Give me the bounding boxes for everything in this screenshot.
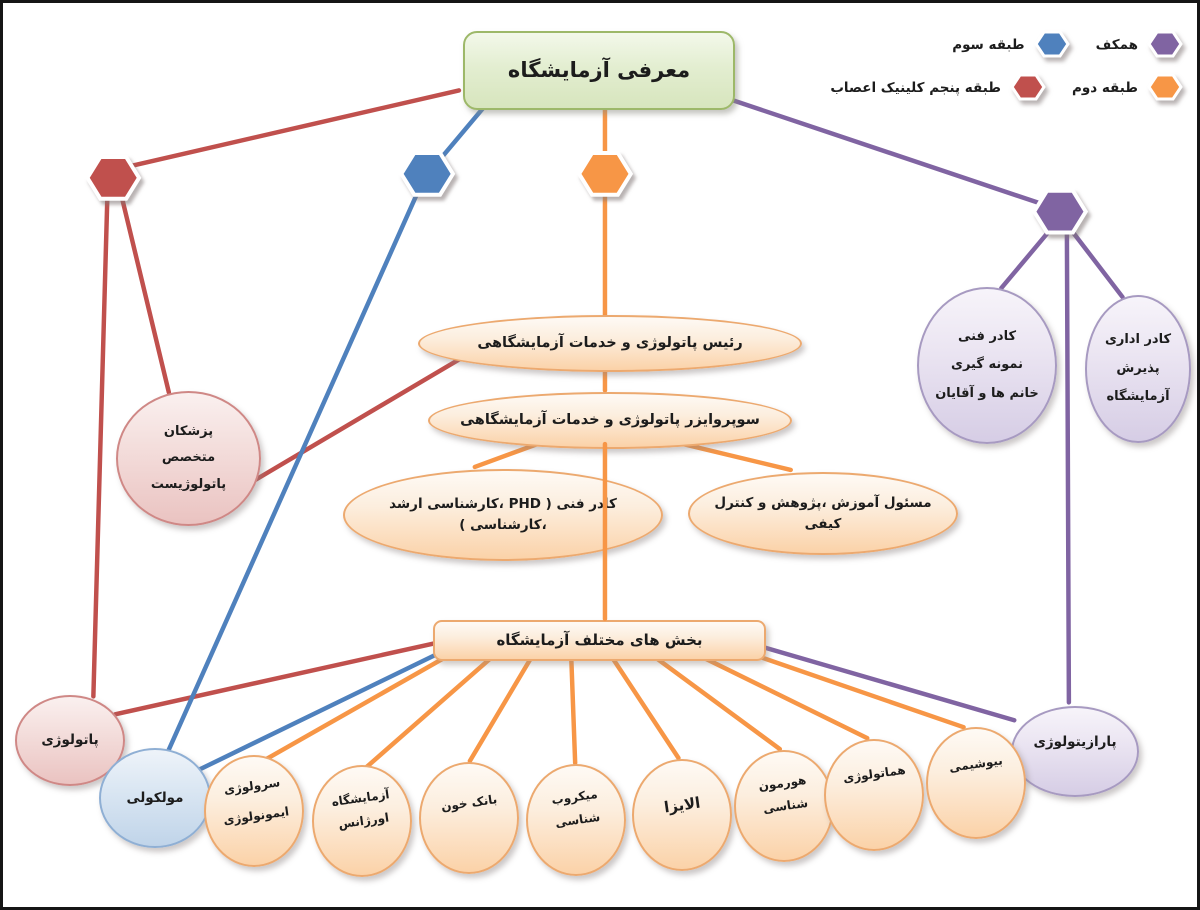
- page-title: معرفی آزمایشگاه: [507, 58, 691, 83]
- node-dept-hematology: هماتولوژی: [824, 739, 924, 851]
- ground-floor-hexagon-icon: [1147, 30, 1183, 58]
- node-technical-staff-label: کادر فنی ( PHD ،کارشناسی ارشد ،کارشناسی …: [389, 496, 617, 533]
- node-head-of-pathology-label: رئیس پاتولوژی و خدمات آزمایشگاهی: [477, 335, 743, 352]
- connector-departments-to-biochemistry: [733, 646, 966, 730]
- legend-item-fifth-floor-clinic: طبقه پنجم کلینیک اعصاب: [830, 72, 1046, 104]
- node-molecular-label: مولکولی: [126, 789, 184, 806]
- connector-title-to-red-hexagon: [128, 88, 462, 169]
- node-dept-hormonology-label: هورمون شناسی: [757, 772, 809, 816]
- connector-departments-to-microbiology: [568, 653, 578, 766]
- legend-item-second-floor: طبقه دوم: [1072, 72, 1183, 104]
- node-supervisor-label: سوپروایزر پاتولوژی و خدمات آزمایشگاهی: [460, 412, 760, 429]
- node-parasitology-label: پارازیتولوژی: [1033, 734, 1117, 751]
- node-molecular: مولکولی: [99, 748, 211, 848]
- node-dept-blood-bank: بانک خون: [419, 762, 519, 874]
- node-departments-box: بخش های مختلف آزمایشگاه: [433, 620, 766, 661]
- orange-floor-hexagon: [576, 151, 634, 197]
- node-education-quality-label: مسئول آموزش ،پژوهش و کنترل کیفی: [714, 494, 932, 532]
- node-departments-box-label: بخش های مختلف آزمایشگاه: [496, 630, 703, 649]
- node-sampling-staff: کادر فنی نمونه گیری خانم ها و آقایان: [917, 287, 1057, 444]
- connector-departments-to-hormonology: [649, 652, 783, 752]
- legend-item-third-floor: طبقه سوم: [952, 29, 1070, 61]
- node-dept-blood-bank-label: بانک خون: [440, 792, 498, 814]
- node-pathology-label: پاتولوژی: [41, 732, 99, 749]
- node-pathologists: پزشکان متخصص پاتولوژیست: [116, 391, 261, 526]
- node-dept-emergency-lab: آزمایشگاه اورژانس: [312, 765, 412, 877]
- connector-title-to-purple-hexagon: [727, 97, 1041, 205]
- node-dept-biochemistry-label: بیوشیمی: [948, 753, 1004, 775]
- node-dept-serology-label: سرولوژی ایمونولوژی: [222, 775, 290, 828]
- connector-departments-to-emergency: [363, 652, 497, 771]
- legend-label-fifth-floor-clinic: طبقه پنجم کلینیک اعصاب: [830, 79, 1001, 96]
- connector-red-hexagon-to-pathology: [91, 197, 110, 699]
- connector-molecular-to-departments: [196, 647, 449, 773]
- node-supervisor: سوپروایزر پاتولوژی و خدمات آزمایشگاهی: [428, 392, 792, 449]
- second-floor-hexagon-icon: [1147, 73, 1183, 101]
- red-floor-hexagon: [85, 154, 142, 201]
- legend-row-1: همکف طبقه سوم: [952, 29, 1183, 61]
- connector-departments-to-elisa: [608, 653, 681, 761]
- connector-departments-to-parasitology: [759, 644, 1017, 723]
- connector-purple-hexagon-to-admin: [1071, 231, 1125, 300]
- legend-row-2: طبقه دوم طبقه پنجم کلینیک اعصاب: [830, 72, 1183, 104]
- node-dept-microbiology: میکروب شناسی: [526, 764, 626, 876]
- node-dept-serology: سرولوژی ایمونولوژی: [204, 755, 304, 867]
- connector-purple-hexagon-to-parasitology: [1064, 232, 1072, 705]
- connector-pathology-to-departments: [112, 638, 449, 717]
- legend-label-ground-floor: همکف: [1095, 36, 1138, 53]
- node-dept-biochemistry: بیوشیمی: [926, 727, 1026, 839]
- node-admin-staff: کادر اداری پذیرش آزمایشگاه: [1085, 295, 1191, 443]
- connector-title-to-blue-hexagon: [428, 105, 487, 173]
- legend-label-second-floor: طبقه دوم: [1071, 79, 1138, 96]
- node-head-of-pathology: رئیس پاتولوژی و خدمات آزمایشگاهی: [418, 315, 802, 372]
- connector-departments-to-hematology: [691, 650, 870, 741]
- purple-floor-hexagon: [1031, 188, 1089, 235]
- blue-floor-hexagon: [398, 151, 456, 197]
- connector-departments-to-bloodbank: [467, 653, 535, 764]
- title-box: معرفی آزمایشگاه: [463, 31, 735, 110]
- node-parasitology: پارازیتولوژی: [1011, 706, 1139, 797]
- fifth-floor-hexagon-icon: [1010, 73, 1046, 101]
- connector-purple-hexagon-to-sampling: [999, 230, 1051, 291]
- legend-item-ground-floor: همکف: [1096, 29, 1183, 61]
- node-dept-elisa: الایزا: [632, 759, 732, 871]
- node-dept-elisa-label: الایزا: [662, 793, 702, 817]
- node-technical-staff: کادر فنی ( PHD ،کارشناسی ارشد ،کارشناسی …: [343, 469, 663, 561]
- node-admin-staff-label: کادر اداری پذیرش آزمایشگاه: [1104, 332, 1172, 405]
- node-dept-hormonology: هورمون شناسی: [734, 750, 834, 862]
- third-floor-hexagon-icon: [1033, 30, 1070, 58]
- node-dept-hematology-label: هماتولوژی: [841, 762, 907, 786]
- connector-departments-to-serology: [259, 648, 460, 765]
- node-pathologists-label: پزشکان متخصص پاتولوژیست: [150, 423, 227, 492]
- node-sampling-staff-label: کادر فنی نمونه گیری خانم ها و آقایان: [935, 328, 1039, 401]
- node-dept-emergency-lab-label: آزمایشگاه اورژانس: [330, 787, 391, 832]
- connector-red-hexagon-to-pathologists: [119, 196, 172, 395]
- legend-label-third-floor: طبقه سوم: [952, 36, 1025, 53]
- node-education-quality: مسئول آموزش ،پژوهش و کنترل کیفی: [688, 472, 958, 555]
- node-dept-microbiology-label: میکروب شناسی: [550, 786, 601, 830]
